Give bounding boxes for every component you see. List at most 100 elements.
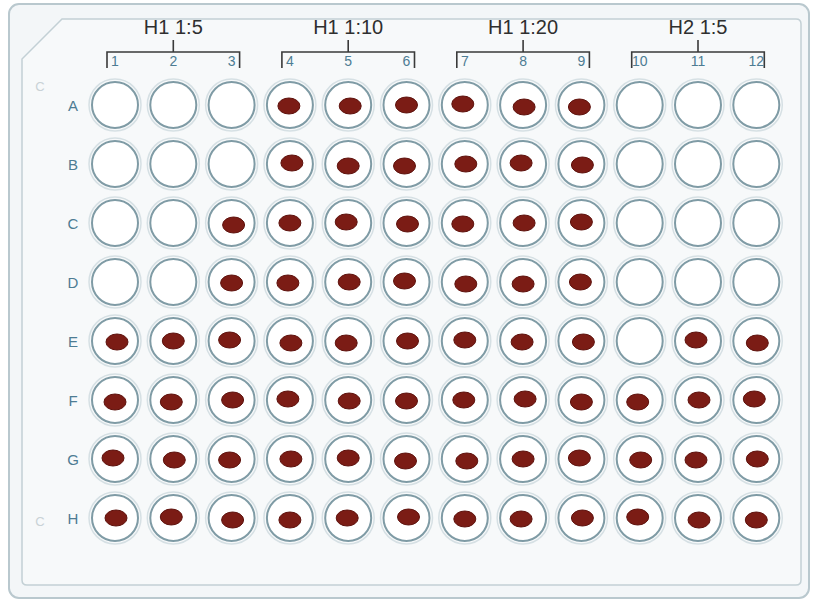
plate-well <box>442 259 488 305</box>
plate-well <box>617 141 663 187</box>
plate-well <box>267 82 313 128</box>
row-letter: G <box>67 452 79 467</box>
well-rim <box>614 197 666 249</box>
plate-well <box>558 259 604 305</box>
plate-well <box>442 141 488 187</box>
plate-well <box>267 259 313 305</box>
plate-well <box>617 436 663 482</box>
well-rim <box>89 374 141 426</box>
well-rim <box>555 79 607 131</box>
plate-well <box>500 377 546 423</box>
well-rim <box>555 315 607 367</box>
dilution-header: H1 1:20 <box>488 17 558 37</box>
plate-well <box>384 141 430 187</box>
plate-well <box>442 495 488 541</box>
well-rim <box>614 315 666 367</box>
plate-well <box>325 82 371 128</box>
rbc-button <box>281 155 303 171</box>
well-rim <box>730 374 782 426</box>
rbc-button <box>219 332 241 348</box>
plate-well <box>675 200 721 246</box>
column-number: 3 <box>228 54 236 68</box>
plate-well <box>267 200 313 246</box>
well-rim <box>89 492 141 544</box>
rbc-button <box>453 392 475 408</box>
plate-well <box>384 377 430 423</box>
rbc-button <box>452 216 474 232</box>
well-rim <box>322 492 374 544</box>
plate-well <box>442 377 488 423</box>
plate-well <box>500 141 546 187</box>
plate-well <box>92 436 138 482</box>
rbc-button <box>335 214 357 230</box>
rbc-button <box>568 450 590 466</box>
column-number: 7 <box>461 54 469 68</box>
well-rim <box>439 492 491 544</box>
plate-well <box>325 141 371 187</box>
well-rim <box>672 138 724 190</box>
column-number: 2 <box>169 54 177 68</box>
rbc-button <box>627 509 649 525</box>
plate-well <box>558 318 604 364</box>
plate-well <box>267 141 313 187</box>
column-number: 5 <box>344 54 352 68</box>
plate-well <box>675 495 721 541</box>
well-rim <box>381 79 433 131</box>
plate-well <box>558 200 604 246</box>
well-rim <box>322 79 374 131</box>
well-rim <box>497 256 549 308</box>
rbc-button <box>279 512 301 528</box>
well-rim <box>89 138 141 190</box>
column-number: 12 <box>749 54 765 68</box>
plate-well <box>150 82 196 128</box>
rbc-button <box>627 394 649 410</box>
well-rim <box>322 256 374 308</box>
plate-well <box>617 259 663 305</box>
plate-well <box>150 495 196 541</box>
plate-well <box>442 436 488 482</box>
rbc-button <box>106 334 128 350</box>
rbc-button <box>397 216 419 232</box>
rbc-button <box>454 511 476 527</box>
rbc-button <box>104 394 126 410</box>
plate-well <box>267 436 313 482</box>
rbc-button <box>278 98 300 114</box>
well-rim <box>381 492 433 544</box>
plate-well <box>150 141 196 187</box>
plate-well <box>442 82 488 128</box>
plate-well <box>558 82 604 128</box>
well-rim <box>89 315 141 367</box>
group-bracket <box>632 40 765 68</box>
well-rim <box>264 433 316 485</box>
well-rim <box>206 315 258 367</box>
rbc-button <box>454 332 476 348</box>
rbc-button <box>513 215 535 231</box>
rbc-button <box>222 512 244 528</box>
plate-well <box>209 495 255 541</box>
well-rim <box>614 492 666 544</box>
rbc-button <box>514 391 536 407</box>
well-rim <box>147 433 199 485</box>
plate-well <box>325 436 371 482</box>
corner-mark: C <box>35 515 44 528</box>
group-bracket <box>107 40 240 68</box>
rbc-button <box>337 158 359 174</box>
well-rim <box>614 79 666 131</box>
well-rim <box>264 197 316 249</box>
plate-well <box>150 377 196 423</box>
well-rim <box>614 433 666 485</box>
plate-well <box>384 259 430 305</box>
well-rim <box>672 492 724 544</box>
rbc-button <box>335 335 357 351</box>
plate-well <box>384 495 430 541</box>
group-bracket <box>457 40 590 68</box>
well-rim <box>730 315 782 367</box>
plate-well <box>617 377 663 423</box>
row-letter: B <box>68 157 78 172</box>
rbc-button <box>398 509 420 525</box>
rbc-button <box>162 333 184 349</box>
well-rim <box>555 197 607 249</box>
plate-well <box>500 82 546 128</box>
